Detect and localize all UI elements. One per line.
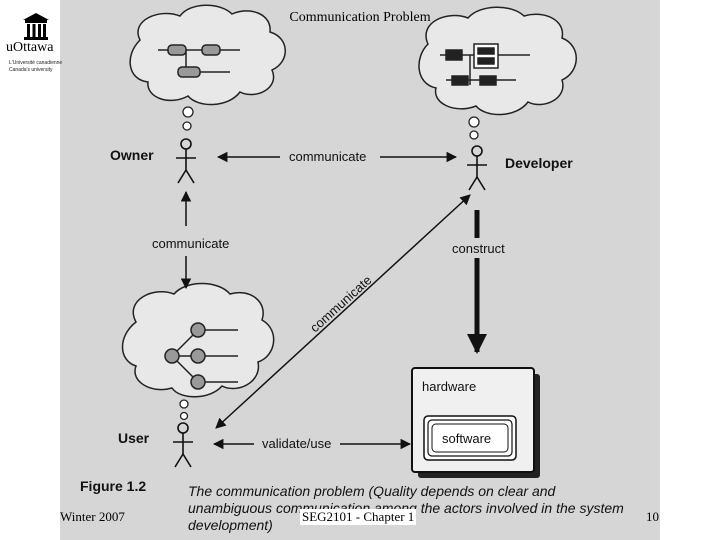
footer-date: Winter 2007 bbox=[60, 509, 125, 524]
system-software-box: software bbox=[423, 415, 517, 461]
footer-course: SEG2101 - Chapter 1 bbox=[300, 509, 417, 525]
edge-user-developer-label: communicate bbox=[307, 272, 374, 335]
developer-label: Developer bbox=[505, 155, 573, 171]
owner-stick-figure bbox=[176, 138, 196, 184]
hardware-label: hardware bbox=[422, 379, 476, 394]
edge-owner-user-label: communicate bbox=[152, 236, 229, 251]
edge-user-system-label: validate/use bbox=[262, 436, 331, 451]
figure-number: Figure 1.2 bbox=[80, 478, 146, 494]
owner-model-icon bbox=[158, 44, 240, 78]
logo-tagline: L'Université canadienne Canada's univers… bbox=[9, 60, 69, 74]
university-building-icon bbox=[23, 13, 49, 40]
footer-page-number: 10 bbox=[646, 509, 659, 524]
developer-design-icon bbox=[440, 43, 530, 86]
user-tree-icon bbox=[164, 322, 238, 390]
figure-caption-line-2: unambiguous communication among the acto… bbox=[188, 500, 624, 516]
logo-tagline-en: Canada's university bbox=[9, 67, 53, 73]
edge-owner-developer: communicate bbox=[216, 149, 458, 164]
logo-wordmark: uOttawa bbox=[6, 40, 54, 55]
software-label: software bbox=[442, 431, 491, 446]
edge-owner-developer-label: communicate bbox=[289, 149, 366, 164]
owner-thought-cloud bbox=[129, 4, 286, 131]
owner-label: Owner bbox=[110, 147, 154, 163]
edge-user-system: validate/use bbox=[212, 436, 412, 451]
edge-developer-system: construct bbox=[448, 210, 510, 354]
uottawa-logo bbox=[23, 13, 49, 40]
edge-owner-user: communicate bbox=[152, 190, 229, 290]
slide-title: Communication Problem bbox=[289, 10, 431, 25]
user-thought-cloud bbox=[121, 282, 275, 421]
logo-tagline-fr: L'Université canadienne bbox=[9, 60, 63, 66]
figure-caption: Figure 1.2 The communication problem (Qu… bbox=[80, 478, 624, 533]
developer-stick-figure bbox=[467, 145, 487, 191]
developer-thought-cloud bbox=[418, 6, 577, 140]
user-label: User bbox=[118, 430, 150, 446]
edge-developer-system-label: construct bbox=[452, 241, 505, 256]
figure-caption-line-3: development) bbox=[188, 517, 273, 533]
user-stick-figure bbox=[173, 422, 193, 468]
figure-caption-line-1: The communication problem (Quality depen… bbox=[188, 483, 557, 499]
